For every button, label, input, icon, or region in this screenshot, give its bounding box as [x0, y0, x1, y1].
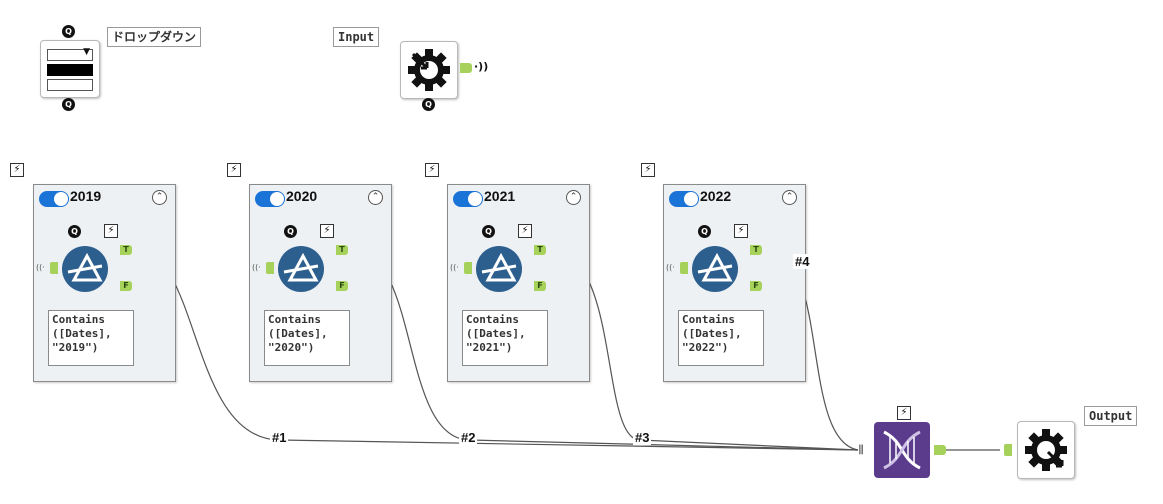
container-title: 2021 — [484, 188, 516, 204]
container-title: 2019 — [70, 188, 102, 204]
input-output-anchor[interactable] — [460, 63, 472, 73]
filter-2020-wireless-icon: ((· — [252, 263, 261, 272]
collapse-icon[interactable]: ⌃ — [152, 190, 167, 205]
union-bolt-icon: ⚡ — [897, 406, 911, 420]
gear-output-icon — [1025, 429, 1067, 471]
filter-2021-q-icon: Q — [482, 225, 495, 238]
chevron-down-icon: ▼ — [83, 47, 90, 57]
dropdown-box: ▼ — [47, 47, 93, 61]
container-2019-bolt-icon: ⚡ — [10, 163, 24, 177]
union-output-anchor[interactable] — [934, 445, 946, 455]
filter-2019-true-anchor[interactable]: T — [120, 245, 132, 255]
dropdown-label: ドロップダウン — [107, 27, 202, 47]
filter-2019-q-icon: Q — [68, 225, 81, 238]
filter-2020-expression: Contains ([Dates], "2020") — [264, 310, 350, 366]
filter-2022-q-icon: Q — [698, 225, 711, 238]
dropdown-tool[interactable]: ▼ — [40, 40, 100, 98]
connection-label-4: #4 — [793, 254, 812, 269]
container-header: 2020 ⌃ — [250, 185, 391, 209]
filter-2021-false-anchor[interactable]: F — [534, 281, 546, 291]
filter-2022-true-anchor[interactable]: T — [750, 245, 762, 255]
macro-output-tool[interactable] — [1017, 421, 1075, 479]
filter-2020-input-anchor[interactable] — [266, 262, 274, 274]
input-label: Input — [333, 27, 380, 47]
collapse-icon[interactable]: ⌃ — [368, 190, 383, 205]
output-label: Output — [1084, 406, 1138, 426]
filter-2021-tool[interactable] — [476, 246, 522, 292]
wireless-icon: ·)) — [474, 60, 489, 73]
container-toggle[interactable] — [255, 191, 285, 207]
filter-2020-false-anchor[interactable]: F — [336, 281, 348, 291]
connection-label-1: #1 — [270, 430, 289, 445]
filter-2019-wireless-icon: ((· — [36, 263, 45, 272]
container-2021-bolt-icon: ⚡ — [425, 163, 439, 177]
filter-icon — [67, 252, 103, 282]
container-2022-bolt-icon: ⚡ — [641, 163, 655, 177]
dropdown-option-box — [47, 79, 93, 91]
filter-icon — [283, 252, 319, 282]
collapse-icon[interactable]: ⌃ — [566, 190, 581, 205]
union-multi-input-icon: ||| — [858, 444, 864, 455]
container-title: 2020 — [286, 188, 318, 204]
filter-2020-true-anchor[interactable]: T — [336, 245, 348, 255]
container-title: 2022 — [700, 188, 732, 204]
container-toggle[interactable] — [453, 191, 483, 207]
filter-2022-expression: Contains ([Dates], "2022") — [678, 310, 764, 366]
container-header: 2021 ⌃ — [448, 185, 589, 209]
filter-2021-wireless-icon: ((· — [450, 263, 459, 272]
filter-2020-bolt-icon: ⚡ — [320, 224, 334, 238]
output-input-anchor[interactable] — [1004, 444, 1012, 456]
container-header: 2022 ⌃ — [664, 185, 805, 209]
filter-2020-q-icon: Q — [284, 225, 297, 238]
dropdown-top-q-icon: Q — [62, 25, 75, 38]
collapse-icon[interactable]: ⌃ — [782, 190, 797, 205]
input-q-icon: Q — [422, 98, 435, 111]
filter-2021-bolt-icon: ⚡ — [518, 224, 532, 238]
container-toggle[interactable] — [669, 191, 699, 207]
container-2020-bolt-icon: ⚡ — [227, 163, 241, 177]
connection-label-2: #2 — [459, 430, 478, 445]
filter-2021-input-anchor[interactable] — [464, 262, 472, 274]
filter-2020-tool[interactable] — [278, 246, 324, 292]
dna-union-icon — [883, 430, 921, 470]
filter-2019-false-anchor[interactable]: F — [120, 281, 132, 291]
filter-2022-false-anchor[interactable]: F — [750, 281, 762, 291]
filter-2022-wireless-icon: ((· — [666, 263, 675, 272]
dropdown-bottom-q-icon: Q — [62, 98, 75, 111]
filter-2019-tool[interactable] — [62, 246, 108, 292]
filter-2019-bolt-icon: ⚡ — [104, 224, 118, 238]
filter-2021-true-anchor[interactable]: T — [534, 245, 546, 255]
dropdown-selected-bar — [47, 64, 93, 76]
filter-2019-input-anchor[interactable] — [50, 262, 58, 274]
filter-2022-tool[interactable] — [692, 246, 738, 292]
filter-2022-bolt-icon: ⚡ — [734, 224, 748, 238]
container-toggle[interactable] — [39, 191, 69, 207]
filter-icon — [481, 252, 517, 282]
filter-2021-expression: Contains ([Dates], "2021") — [462, 310, 548, 366]
connection-label-3: #3 — [633, 430, 652, 445]
union-tool[interactable] — [874, 422, 930, 478]
filter-2019-expression: Contains ([Dates], "2019") — [48, 310, 134, 366]
gear-input-icon — [408, 49, 450, 91]
filter-icon — [697, 252, 733, 282]
macro-input-tool[interactable] — [400, 41, 458, 99]
container-header: 2019 ⌃ — [34, 185, 175, 209]
filter-2022-input-anchor[interactable] — [680, 262, 688, 274]
